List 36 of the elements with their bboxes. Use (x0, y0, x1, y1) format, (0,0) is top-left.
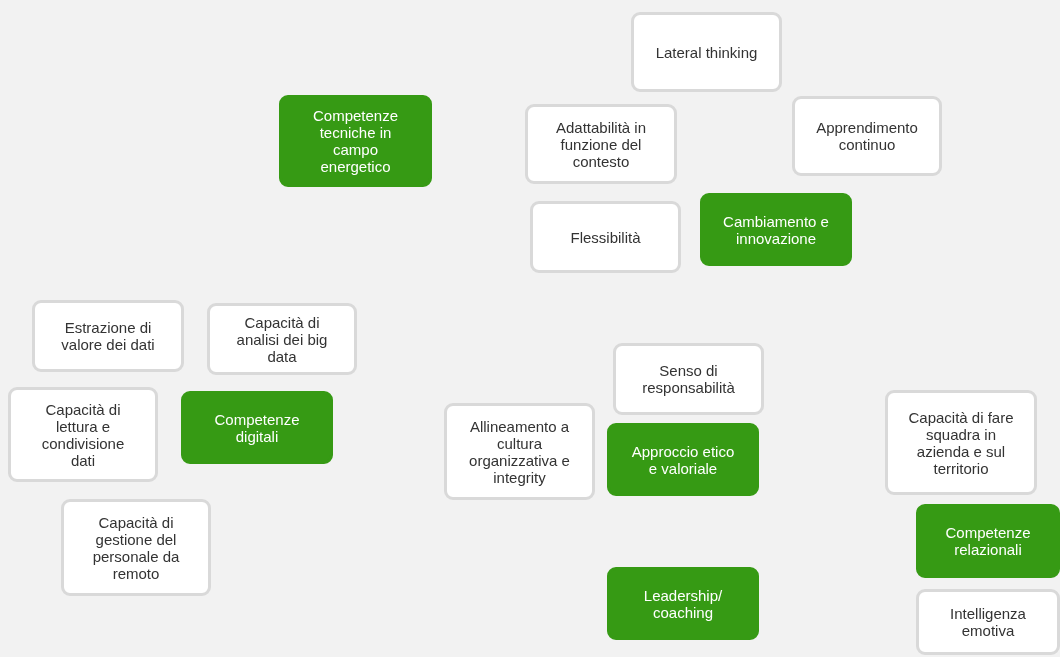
category-box (700, 193, 852, 266)
skill-box (792, 96, 942, 176)
box-label: Competenze tecniche in campo energetico (311, 107, 400, 175)
category-box (181, 391, 333, 464)
skill-box (530, 201, 681, 273)
box-label: Competenze relazionali (944, 524, 1032, 558)
skill-box (32, 300, 184, 372)
box-label: Competenze digitali (213, 410, 301, 445)
skill-box (525, 104, 677, 184)
skill-box (631, 12, 782, 92)
box-label: Estrazione di valore dei dati (60, 319, 156, 353)
skill-box (885, 390, 1037, 495)
category-box (607, 423, 759, 496)
box-label: Apprendimento continuo (815, 119, 919, 153)
box-label: Flessibilità (570, 228, 641, 246)
box-label: Lateral thinking (655, 43, 758, 61)
box-label: Cambiamento e innovazione (722, 212, 830, 247)
category-box (607, 567, 759, 640)
skill-box (207, 303, 357, 375)
skill-box (8, 387, 158, 482)
box-label: Capacità di fare squadra in azienda e sul territorio (907, 408, 1015, 477)
box-label: Allineamento a cultura organizzativa e integrity (468, 417, 571, 486)
skill-box (444, 403, 595, 500)
skill-box (916, 589, 1060, 655)
box-label: Capacità di gestione del personale da remoto (91, 513, 181, 582)
category-box (916, 504, 1060, 578)
skill-box (613, 343, 764, 415)
box-label: Capacità di analisi dei big data (235, 313, 329, 365)
box-label: Adattabilità in funzione del contesto (554, 118, 648, 170)
skill-box (61, 499, 211, 596)
box-label: Leadership/ coaching (642, 586, 724, 621)
box-label: Capacità di lettura e condivisione dati (40, 400, 126, 469)
category-box (279, 95, 432, 187)
box-label: Senso di responsabilità (641, 362, 736, 396)
box-label: Approccio etico e valoriale (630, 442, 736, 477)
box-label: Intelligenza emotiva (949, 605, 1027, 639)
